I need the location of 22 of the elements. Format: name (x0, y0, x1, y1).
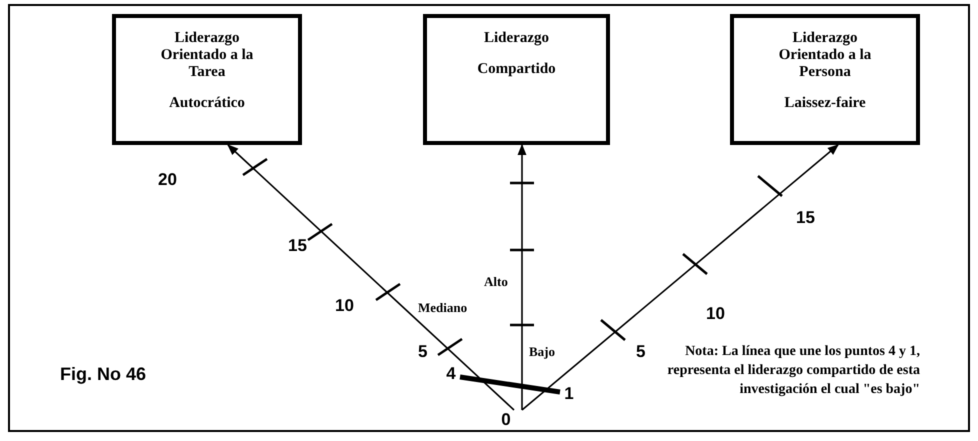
tick-label: 15 (288, 236, 307, 256)
tick-label: 5 (636, 342, 646, 362)
leadership-box: Liderazgo Orientado a la Tarea Autocrático (112, 14, 302, 145)
leadership-box: Liderazgo Compartido (423, 14, 610, 145)
tick-label: 10 (706, 304, 725, 324)
point-label: 4 (442, 364, 460, 384)
axis-arrow (518, 144, 526, 410)
figure-caption: Fig. No 46 (60, 364, 146, 385)
axis-arrow (227, 144, 515, 411)
note-text: Nota: La línea que une los puntos 4 y 1, representa el liderazgo compartido de esta investigación el cual "es bajo" (666, 343, 920, 399)
axis-arrow (521, 144, 839, 411)
scale-label: Mediano (418, 300, 468, 316)
tick-label: 5 (418, 342, 428, 362)
scale-label: Alto (484, 274, 508, 290)
leadership-box: Liderazgo Orientado a la Persona Laissez-faire (730, 14, 920, 145)
tick-label: 15 (796, 208, 815, 228)
tick-label: 20 (158, 170, 177, 190)
tick-label: 10 (335, 296, 354, 316)
point-label: 1 (560, 384, 578, 404)
point-label: 0 (488, 410, 524, 434)
scale-label: Bajo (529, 344, 555, 360)
connecting-line (460, 374, 560, 394)
